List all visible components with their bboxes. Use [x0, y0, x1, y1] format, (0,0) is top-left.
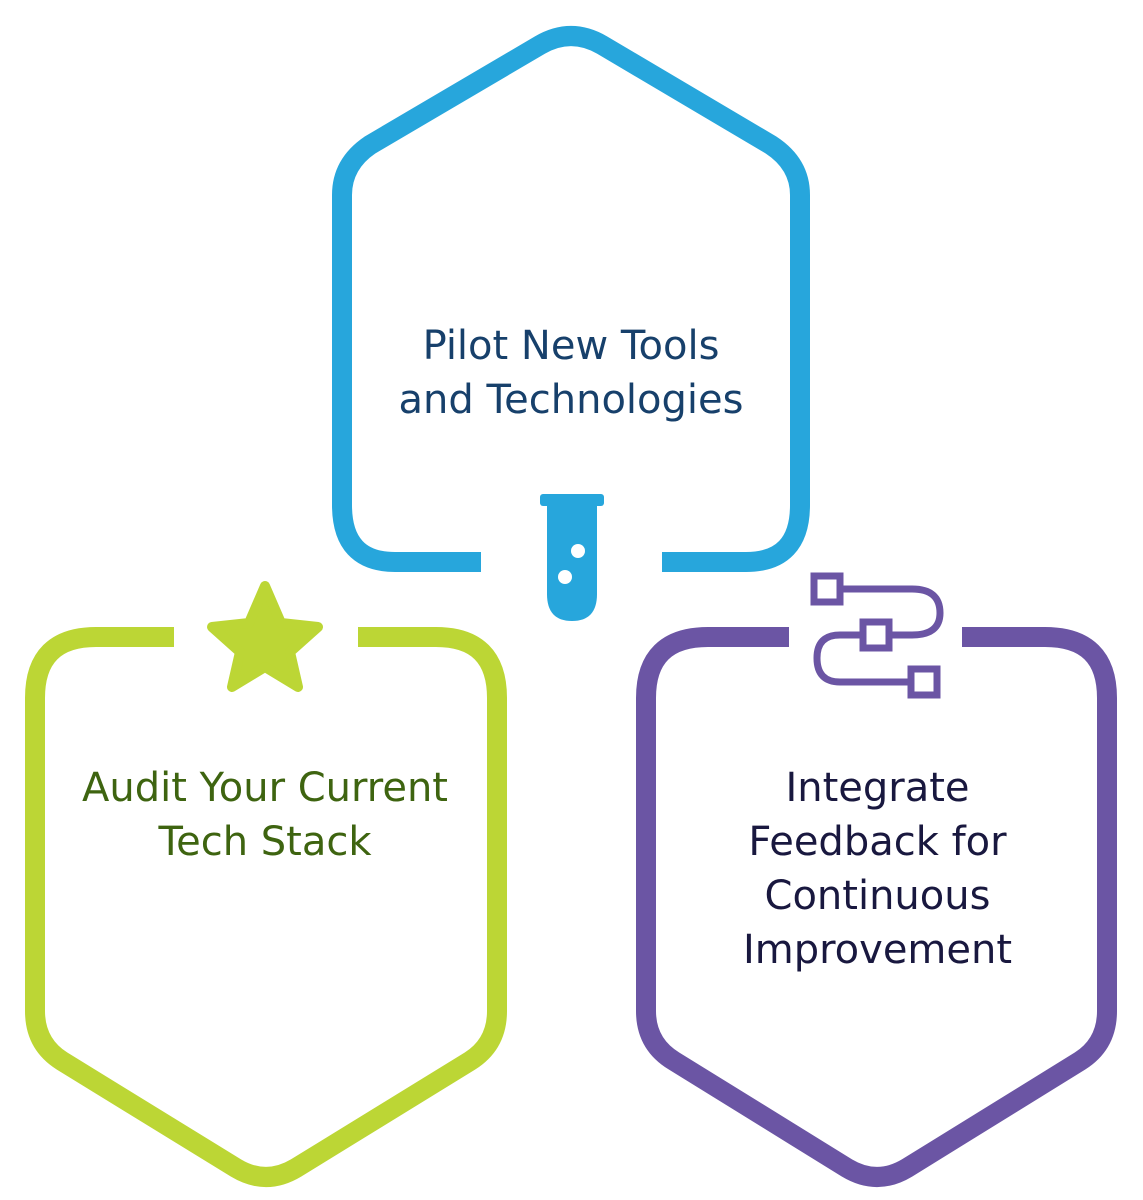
pilot-step-outline	[332, 26, 810, 572]
test-tube-icon	[540, 494, 604, 621]
workflow-icon	[810, 572, 944, 699]
integrate-step-card	[636, 572, 1117, 1187]
star-icon	[207, 581, 323, 692]
audit-step-outline	[25, 627, 507, 1187]
pilot-step-card	[332, 26, 810, 621]
audit-step-label: Audit Your Current Tech Stack	[82, 765, 448, 865]
integrate-step-label: Integrate Feedback for Continuous Improv…	[742, 765, 1013, 973]
audit-step-card	[25, 581, 507, 1187]
pilot-step-label: Pilot New Tools and Technologies	[398, 323, 744, 423]
integrate-step-outline	[636, 627, 1117, 1187]
